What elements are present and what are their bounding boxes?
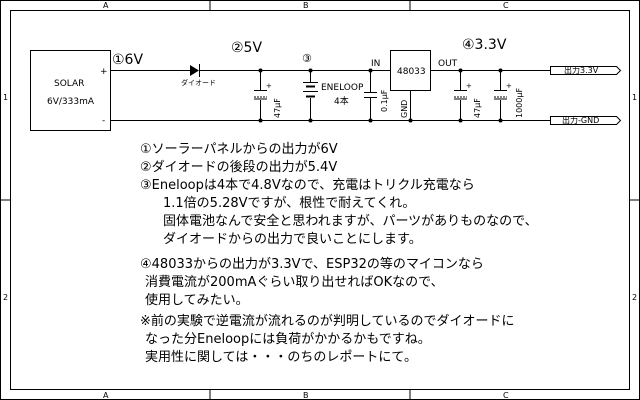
node-label-2: ②5V [231,40,262,56]
diode[interactable]: ダイオード [181,64,216,87]
solar-minus: - [102,116,105,126]
cap4-plus: + [506,82,512,90]
note-line: 1.1倍の5.28Vですが、根性で耐えてくれ。 [150,196,415,211]
col-label-a-bottom: A [103,391,109,400]
port-gnd-label: 出力-GND [562,115,599,125]
solar-plus: + [100,67,108,77]
node-label-3: ③ [302,52,312,65]
capacitor-47uf-input[interactable]: + 47μF [254,82,282,118]
cap1-plus: + [266,82,272,90]
col-label-c-bottom: C [503,391,509,400]
diode-label: ダイオード [181,78,216,87]
wires [110,70,550,121]
node-label-4: ④3.3V [462,37,507,53]
regulator-48033[interactable]: 48033 IN OUT GND [371,50,458,119]
cap4-label: 1000μF [515,88,524,118]
note-line: 固体電池なんで安全と思われますが、パーツがありものなので、 [150,213,538,229]
solar-rating: 6V/333mA [47,97,95,107]
battery-name: ENELOOP [321,83,364,93]
note-line: ②ダイオードの後段の出力が5.4V [140,160,337,175]
row-label-2: 2 [3,293,8,302]
port-output-gnd[interactable]: 出力-GND [550,115,622,125]
solar-name: SOLAR [54,79,84,89]
regulator-in-pin: IN [371,59,380,69]
cap3-plus: + [466,82,472,90]
col-label-a: A [103,1,109,10]
note-line: 実用性に関しては・・・のちのレポートにて。 [145,349,417,365]
col-label-c: C [503,1,509,10]
note-line: なった分Eneloopには負荷がかかるかもですね。 [145,332,431,347]
cap2-label: 0.1μF [380,89,389,112]
note-line: ④48033からの出力が3.3Vで、ESP32の等のマイコンなら [140,256,484,272]
node-label-1: ①6V [112,52,143,68]
regulator-name: 48033 [397,67,426,77]
battery-count: 4本 [334,95,349,107]
inner-frame [10,10,630,390]
col-label-b: B [303,1,309,10]
regulator-out-pin: OUT [438,59,458,69]
row-label-2-right: 2 [632,293,637,302]
capacitor-0.1uf[interactable]: 0.1μF [364,89,389,112]
row-label-1: 1 [3,93,8,102]
note-line: 使用してみたい。 [145,292,249,308]
battery-eneloop[interactable]: ENELOOP 4本 [303,82,364,108]
note-line: 消費電流が200mAぐらい取り出せればOKなので、 [145,275,444,290]
port-output-3v3[interactable]: 出力3.3V [550,65,622,75]
col-label-b-bottom: B [303,391,309,400]
diode-symbol [190,65,199,76]
row-label-1-right: 1 [632,93,637,102]
notes-block: ①ソーラーパネルからの出力が6V ②ダイオードの後段の出力が5.4V ③Enel… [140,142,538,365]
capacitor-1000uf[interactable]: + 1000μF [494,82,524,118]
port-out-label: 出力3.3V [564,65,599,75]
solar-panel[interactable]: SOLAR 6V/333mA + - [30,50,111,131]
regulator-gnd-pin: GND [400,100,409,118]
capacitor-47uf-output[interactable]: + 47μF [454,82,482,118]
note-line: ※前の実験で逆電流が流れるのが判明しているのでダイオードに [140,313,515,329]
junction-dots [258,68,503,123]
cap1-label: 47μF [273,98,282,118]
note-line: ③Eneloopは4本で4.8Vなので、充電はトリクル充電なら [140,177,475,193]
note-line: ①ソーラーパネルからの出力が6V [140,142,338,157]
note-line: ダイオードからの出力で良いことにします。 [150,231,422,247]
cap3-label: 47μF [473,98,482,118]
